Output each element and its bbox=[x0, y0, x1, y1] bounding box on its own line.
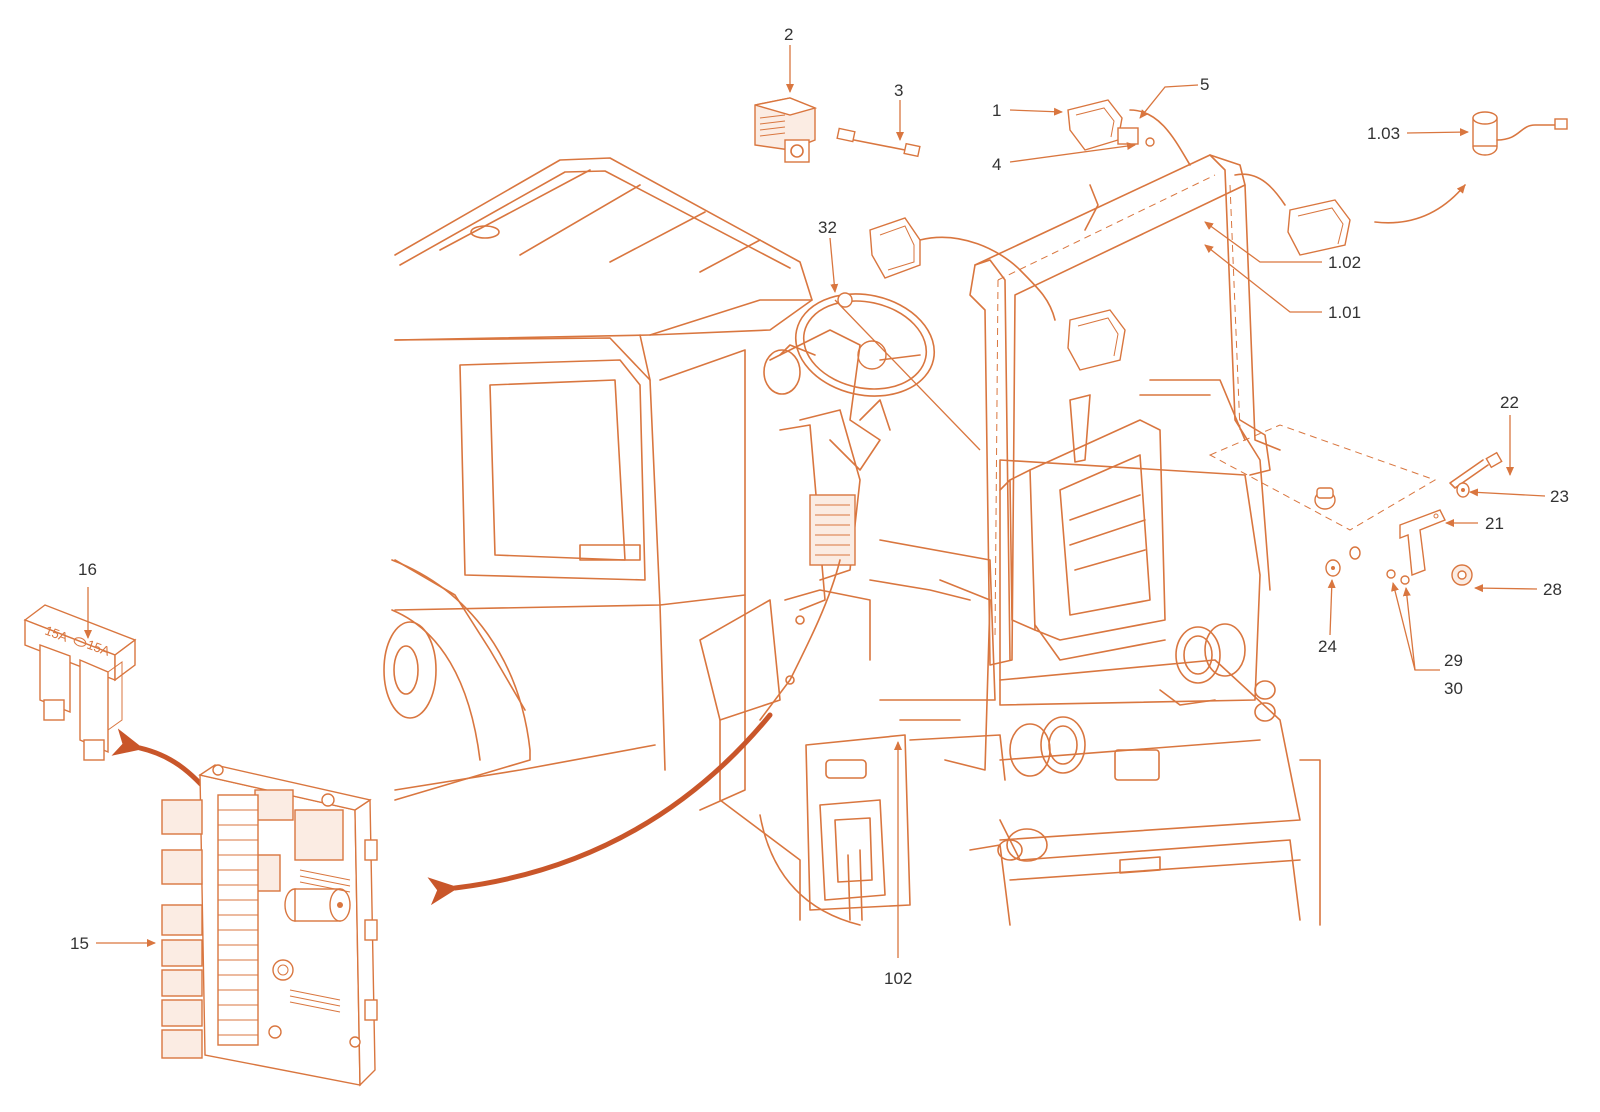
callout-labels: 2 3 1 5 4 1.03 1.02 1.01 32 22 23 21 28 … bbox=[70, 25, 1569, 988]
callout-15: 15 bbox=[70, 934, 89, 953]
fuse-strip bbox=[217, 794, 259, 1046]
part-1-03-switch bbox=[1472, 111, 1568, 156]
callout-1-02: 1.02 bbox=[1328, 253, 1361, 272]
bracket-outline bbox=[1208, 424, 1437, 531]
part-29-30-hardware bbox=[1386, 569, 1410, 585]
part-24-nut bbox=[1325, 559, 1341, 577]
fuse-icon: 15A 15A bbox=[23, 604, 137, 761]
callout-23: 23 bbox=[1550, 487, 1569, 506]
machine-hood bbox=[394, 157, 813, 711]
part-knob bbox=[1314, 487, 1336, 510]
work-light-rear bbox=[1287, 199, 1351, 256]
column-fuse-box bbox=[809, 494, 856, 566]
part-1-work-light bbox=[1067, 99, 1155, 151]
part-washer-small bbox=[1349, 546, 1361, 560]
callout-22: 22 bbox=[1500, 393, 1519, 412]
work-light-front-left bbox=[869, 217, 921, 279]
detail-arrow-fuse-board bbox=[427, 712, 773, 906]
operator-seat bbox=[999, 379, 1246, 661]
part-21-bracket bbox=[1399, 509, 1446, 576]
callout-1: 1 bbox=[992, 101, 1001, 120]
work-light-front-right bbox=[1067, 309, 1126, 371]
part-3-cable bbox=[836, 127, 921, 158]
callout-32: 32 bbox=[818, 218, 837, 237]
callout-1-03: 1.03 bbox=[1367, 124, 1400, 143]
callout-3: 3 bbox=[894, 81, 903, 100]
callout-30: 30 bbox=[1444, 679, 1463, 698]
callout-2: 2 bbox=[784, 25, 793, 44]
part-28-grommet bbox=[1451, 564, 1473, 586]
detail-arrow-1-03 bbox=[1374, 184, 1466, 224]
rear-body bbox=[969, 459, 1321, 926]
leader-lines bbox=[84, 45, 1546, 958]
callout-24: 24 bbox=[1318, 637, 1337, 656]
wiring-harness bbox=[759, 109, 1286, 721]
callout-28: 28 bbox=[1543, 580, 1562, 599]
steering-column bbox=[763, 292, 936, 611]
capacitor bbox=[284, 888, 351, 922]
part-22-bolt bbox=[1449, 451, 1503, 489]
fuse-board-icon bbox=[161, 764, 378, 1087]
part-23-washer bbox=[1456, 482, 1470, 498]
left-wheel bbox=[383, 559, 656, 801]
callout-16: 16 bbox=[78, 560, 97, 579]
machine-frame bbox=[659, 539, 1006, 926]
callout-1-01: 1.01 bbox=[1328, 303, 1361, 322]
callout-5: 5 bbox=[1200, 75, 1209, 94]
callout-4: 4 bbox=[992, 155, 1001, 174]
rops-frame bbox=[969, 154, 1281, 666]
connector-knob bbox=[272, 959, 294, 981]
callout-29: 29 bbox=[1444, 651, 1463, 670]
callout-21: 21 bbox=[1485, 514, 1504, 533]
part-2-relay bbox=[754, 97, 818, 163]
callout-102: 102 bbox=[884, 969, 912, 988]
